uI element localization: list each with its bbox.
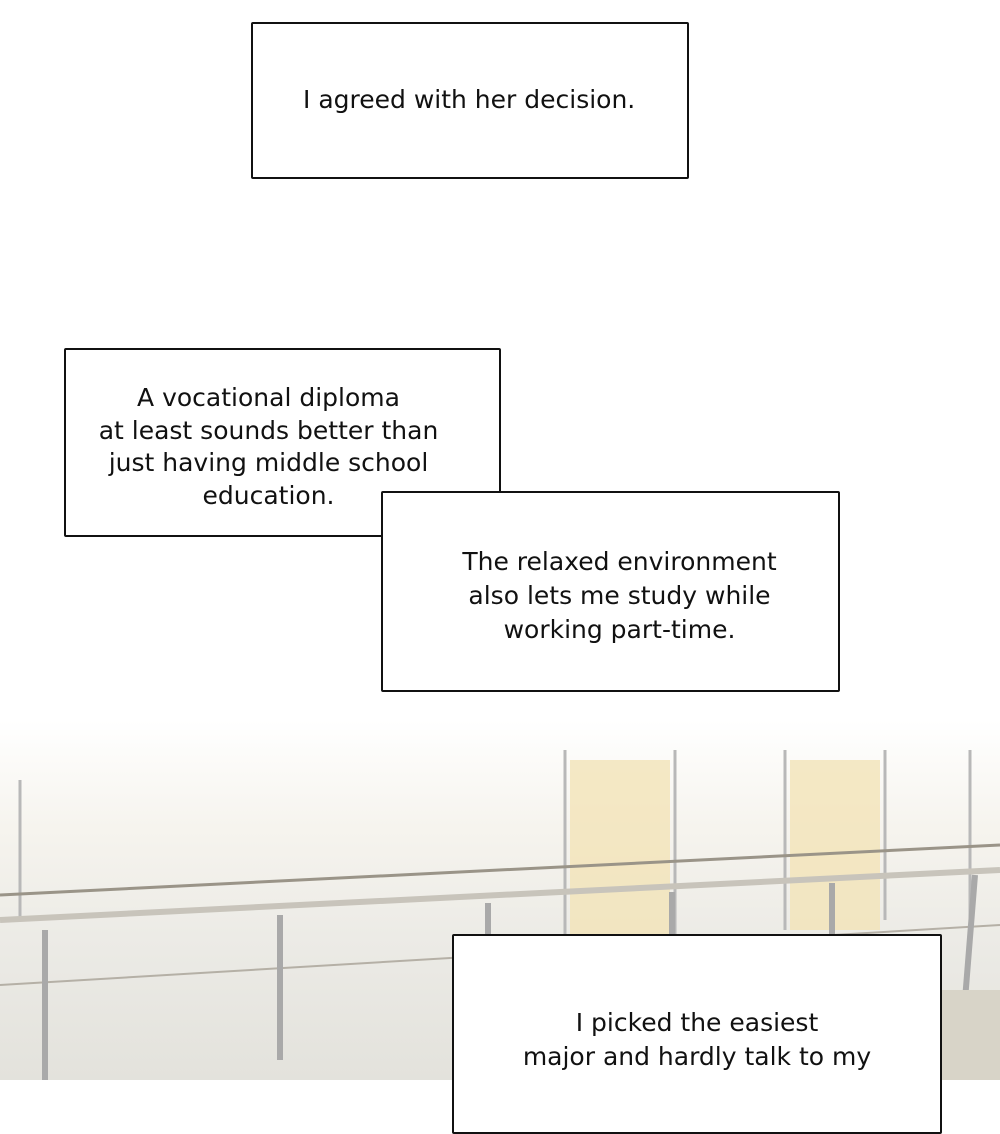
caption-text: just having middle school	[108, 448, 429, 477]
caption-box-1: I agreed with her decision.	[251, 22, 689, 179]
caption-text: major and hardly talk to my	[522, 1042, 872, 1071]
caption-text: education.	[202, 480, 335, 510]
caption-box-2: A vocational diploma at least sounds bet…	[64, 348, 501, 537]
caption-text: I agreed with her decision.	[303, 85, 636, 114]
caption-text: also lets me study while	[468, 581, 771, 610]
caption-box-4: I picked the easiest major and hardly ta…	[452, 934, 942, 1134]
caption-text: A vocational diploma	[137, 383, 400, 412]
caption-text: I picked the easiest	[575, 1008, 819, 1037]
caption-text: The relaxed environment	[462, 547, 777, 576]
caption-text: working part-time.	[503, 615, 736, 644]
caption-box-3: The relaxed environment also lets me stu…	[381, 491, 840, 692]
caption-text: at least sounds better than	[98, 415, 439, 445]
